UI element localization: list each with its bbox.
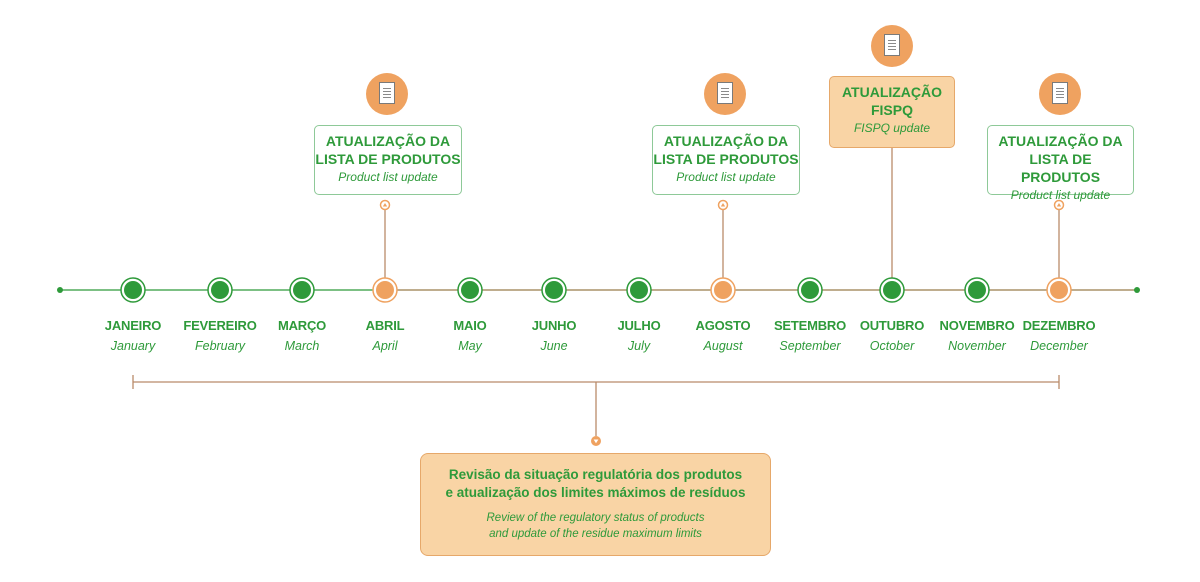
timeline-end-dot <box>1134 287 1140 293</box>
month-name-en: February <box>194 339 246 353</box>
month-name-pt: JULHO <box>617 318 661 333</box>
month-name-en: November <box>948 339 1006 353</box>
month-node-january <box>124 281 142 299</box>
month-label-august: AGOSTO August <box>668 318 778 353</box>
month-label-july: JULHO July <box>584 318 694 353</box>
month-label-january: JANEIRO January <box>78 318 188 353</box>
april-event-card: ATUALIZAÇÃO DA LISTA DE PRODUTOS Product… <box>314 125 462 195</box>
annual-review-subtitle-1: Review of the regulatory status of produ… <box>486 512 705 524</box>
month-label-may: MAIO May <box>415 318 525 353</box>
annual-review-box: Revisão da situação regulatória dos prod… <box>420 453 771 556</box>
december-document-icon <box>1039 73 1081 115</box>
august-event-card: ATUALIZAÇÃO DA LISTA DE PRODUTOS Product… <box>652 125 800 195</box>
october-event-title-2: FISPQ <box>870 102 913 118</box>
april-event-subtitle: Product list update <box>338 170 438 184</box>
month-node-november <box>968 281 986 299</box>
april-event-title-2: LISTA DE PRODUTOS <box>315 151 461 167</box>
month-node-may <box>461 281 479 299</box>
month-name-pt: NOVEMBRO <box>939 318 1015 333</box>
month-name-pt: AGOSTO <box>695 318 751 333</box>
december-event-title-2: LISTA DE PRODUTOS <box>1020 151 1101 185</box>
august-event-subtitle: Product list update <box>676 170 776 184</box>
august-event-title-2: LISTA DE PRODUTOS <box>653 151 799 167</box>
annual-review-subtitle-2: and update of the residue maximum limits <box>489 528 702 540</box>
month-name-pt: MARÇO <box>277 318 327 333</box>
month-name-pt: SETEMBRO <box>773 318 847 333</box>
month-name-en: March <box>284 339 320 353</box>
october-document-icon <box>871 25 913 67</box>
month-name-en: September <box>779 339 841 353</box>
month-node-december <box>1050 281 1068 299</box>
august-arrow-up-icon <box>720 203 726 207</box>
month-name-en: May <box>458 339 482 353</box>
month-name-pt: DEZEMBRO <box>1022 318 1096 333</box>
month-name-en: June <box>540 339 568 353</box>
month-label-december: DEZEMBRO December <box>1004 318 1114 353</box>
october-event-card: ATUALIZAÇÃO FISPQ FISPQ update <box>829 76 955 148</box>
annual-review-title-2: e atualização dos limites máximos de res… <box>445 485 746 500</box>
arrow-down-icon <box>593 439 599 444</box>
month-name-en: August <box>703 339 743 353</box>
month-name-en: July <box>627 339 651 353</box>
april-document-icon <box>366 73 408 115</box>
august-event-title-1: ATUALIZAÇÃO DA <box>663 133 789 149</box>
month-node-april <box>376 281 394 299</box>
december-event-card: ATUALIZAÇÃO DA LISTA DE PRODUTOS Product… <box>987 125 1134 202</box>
month-node-september <box>801 281 819 299</box>
month-label-march: MARÇO March <box>247 318 357 353</box>
month-node-march <box>293 281 311 299</box>
month-label-september: SETEMBRO September <box>755 318 865 353</box>
october-event-title-1: ATUALIZAÇÃO <box>841 84 943 100</box>
april-event-title-1: ATUALIZAÇÃO DA <box>325 133 451 149</box>
december-arrow-up-icon <box>1056 203 1062 207</box>
month-name-en: December <box>1030 339 1088 353</box>
month-name-en: April <box>372 339 398 353</box>
annual-review-title-1: Revisão da situação regulatória dos prod… <box>448 467 743 482</box>
august-document-icon <box>704 73 746 115</box>
month-label-november: NOVEMBRO November <box>922 318 1032 353</box>
month-name-en: January <box>110 339 156 353</box>
month-name-en: October <box>869 339 915 353</box>
month-name-pt: ABRIL <box>365 318 405 333</box>
month-label-february: FEVEREIRO February <box>165 318 275 353</box>
month-node-august <box>714 281 732 299</box>
month-name-pt: JANEIRO <box>104 318 162 333</box>
month-name-pt: OUTUBRO <box>859 318 925 333</box>
month-name-pt: FEVEREIRO <box>183 318 257 333</box>
october-event-subtitle: FISPQ update <box>853 121 931 135</box>
december-event-title-1: ATUALIZAÇÃO DA <box>998 133 1123 149</box>
month-label-october: OUTUBRO October <box>837 318 947 353</box>
month-node-july <box>630 281 648 299</box>
month-node-october <box>883 281 901 299</box>
december-event-subtitle: Product list update <box>1010 188 1111 202</box>
month-node-february <box>211 281 229 299</box>
april-arrow-up-icon <box>382 203 388 207</box>
month-label-april: ABRIL April <box>330 318 440 353</box>
month-name-pt: MAIO <box>453 318 487 333</box>
timeline-start-dot <box>57 287 63 293</box>
month-name-pt: JUNHO <box>531 318 577 333</box>
month-node-june <box>545 281 563 299</box>
month-label-june: JUNHO June <box>499 318 609 353</box>
